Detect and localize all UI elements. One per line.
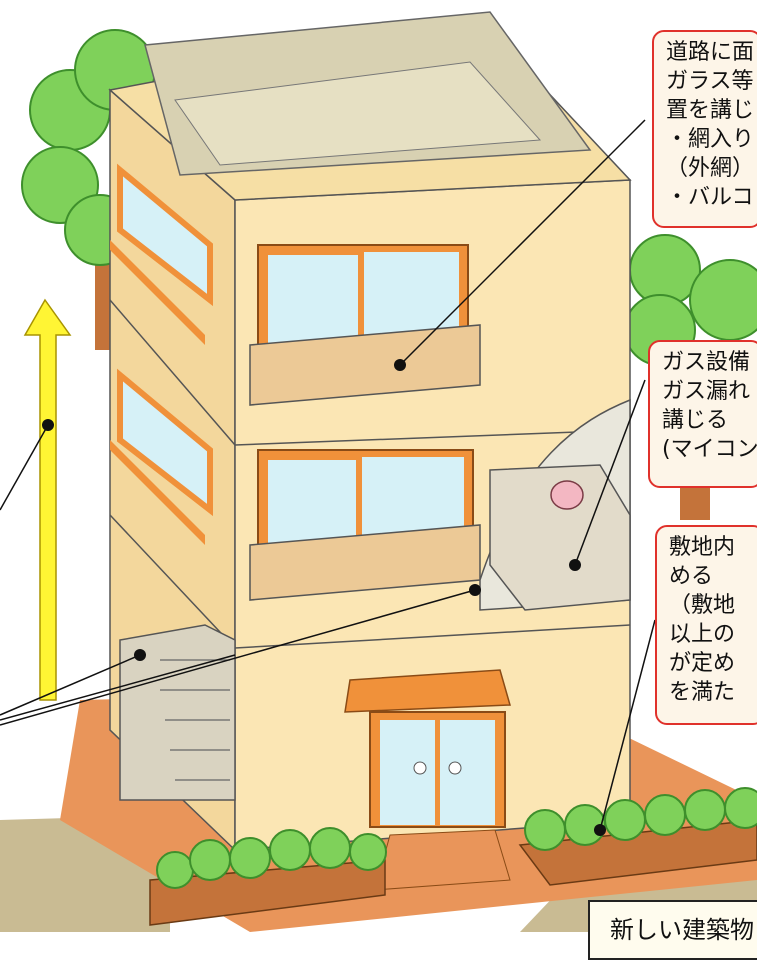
leader-dots	[42, 359, 606, 836]
parapet-inner	[174, 61, 542, 166]
callout-road-glass-line: 道路に面	[666, 40, 755, 65]
callout-site-line: 以上の	[669, 622, 736, 647]
callout-gas-line: ガス漏れ	[662, 379, 751, 404]
bottom-note: 新しい建築物	[588, 900, 757, 960]
kettle	[550, 480, 584, 510]
callout-site-line: める	[669, 564, 714, 589]
balcony-3f	[249, 324, 481, 406]
callout-gas: ガス設備 ガス漏れ 講じる (マイコン	[648, 340, 757, 488]
bottom-note-text: 新しい建築物	[610, 916, 754, 944]
callout-road-glass-line: ・バルコ	[666, 185, 754, 210]
leader-lines	[0, 119, 656, 831]
callout-road-glass: 道路に面 ガラス等 置を講じ ・網入り （外網） ・バルコ	[652, 30, 757, 228]
callout-road-glass-line: 置を講じ	[666, 98, 755, 123]
tree-right	[624, 234, 757, 520]
callout-site-line: を満た	[669, 680, 736, 705]
building-illustration	[0, 11, 757, 932]
side-balcony-lower	[110, 368, 213, 545]
callout-road-glass-line: （外網）	[666, 156, 755, 181]
callout-gas-line: ガス設備	[662, 350, 751, 375]
callout-gas-line: (マイコン	[662, 437, 757, 462]
callout-road-glass-line: ・網入り	[666, 127, 755, 152]
entrance-canopy	[344, 669, 511, 713]
callout-site: 敷地内 める （敷地 以上の が定め を満た	[655, 525, 757, 725]
height-arrow	[23, 298, 72, 701]
callout-gas-line: 講じる	[662, 408, 729, 433]
side-balcony-upper	[110, 163, 213, 345]
callout-road-glass-line: ガラス等	[666, 69, 754, 94]
callout-site-line: が定め	[669, 651, 736, 676]
stove-counter	[489, 464, 631, 611]
tree-left	[21, 29, 156, 350]
callout-site-line: （敷地	[669, 593, 736, 618]
stairs	[160, 659, 230, 781]
stairs-area	[119, 624, 236, 801]
entrance-steps	[374, 829, 511, 891]
callout-site-line: 敷地内	[669, 535, 736, 560]
